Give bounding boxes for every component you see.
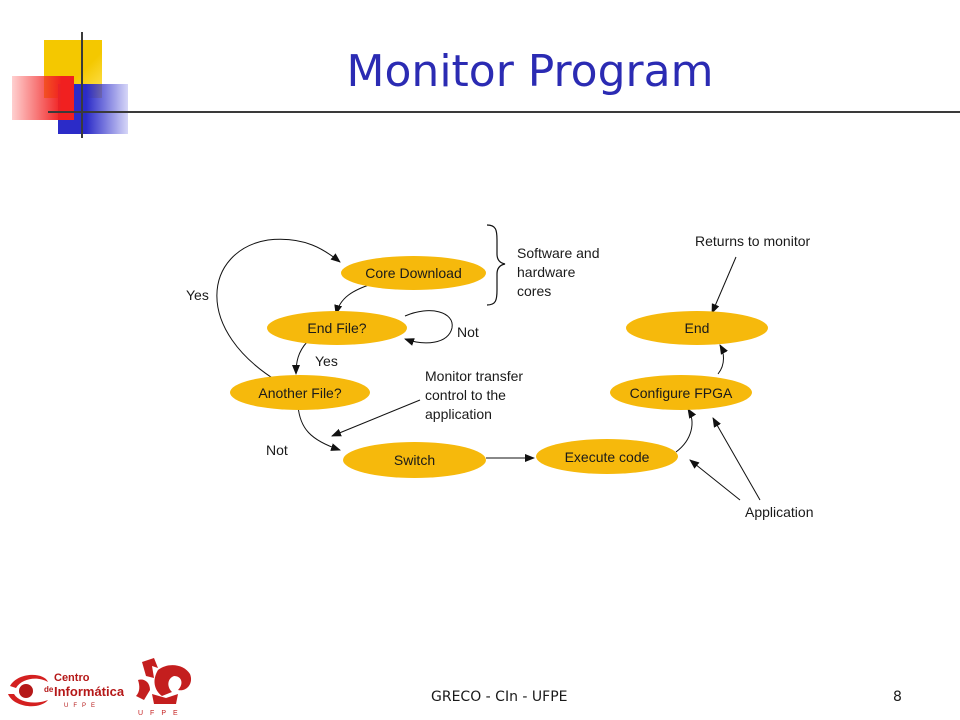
edge-core-to-endfile (334, 282, 376, 315)
edge-execute-to-configure (675, 408, 697, 453)
logo-cin-text-2: de (44, 685, 54, 694)
node-end: End (626, 311, 768, 345)
footer-text: GRECO - CIn - UFPE (431, 689, 568, 705)
edge-another-to-switch (297, 405, 341, 451)
edge-application-pointer-2 (712, 417, 761, 501)
label-not-self: Not (457, 324, 479, 340)
logo-cin-text-1: Centro (54, 672, 90, 684)
logo-centro-de-informatica: Centro de Informática UFPE (8, 672, 124, 709)
node-another-file: Another File? (230, 375, 370, 410)
label-not-down: Not (266, 442, 288, 458)
edge-another-to-core (216, 238, 341, 385)
logo-ufpe: UFPE (136, 658, 192, 717)
node-switch: Switch (343, 442, 486, 478)
label-cores-line2: hardware (517, 264, 576, 280)
decor-vertical-rule (81, 32, 83, 138)
node-core-download: Core Download (341, 256, 486, 290)
title-rule (48, 111, 960, 113)
logo-cin-text-3: Informática (54, 684, 124, 699)
edge-configure-to-end (717, 344, 728, 375)
page-number: 8 (893, 689, 902, 705)
node-execute-code: Execute code (536, 439, 678, 474)
page-title: Monitor Program (346, 46, 714, 97)
edge-endfile-self-loop (404, 310, 453, 346)
edge-returns-pointer (711, 256, 737, 314)
label-monitor-line3: application (425, 406, 492, 422)
label-yes-down: Yes (315, 353, 338, 369)
label-yes-loop: Yes (186, 287, 209, 303)
node-end-file: End File? (267, 311, 407, 345)
cores-brace (486, 224, 506, 306)
logo-ufpe-text: UFPE (138, 710, 185, 717)
label-returns: Returns to monitor (695, 233, 811, 249)
node-configure-fpga: Configure FPGA (610, 375, 752, 410)
label-cores-line3: cores (517, 283, 552, 299)
logo-cin-text-4: UFPE (64, 703, 100, 709)
label-monitor-line1: Monitor transfer (425, 368, 524, 384)
label-cores-line1: Software and (517, 245, 600, 261)
edge-endfile-to-another (292, 341, 308, 375)
label-monitor-line2: control to the (425, 387, 506, 403)
label-application: Application (745, 504, 814, 520)
edge-monitor-pointer (331, 399, 421, 437)
edge-application-pointer-1 (689, 459, 741, 501)
